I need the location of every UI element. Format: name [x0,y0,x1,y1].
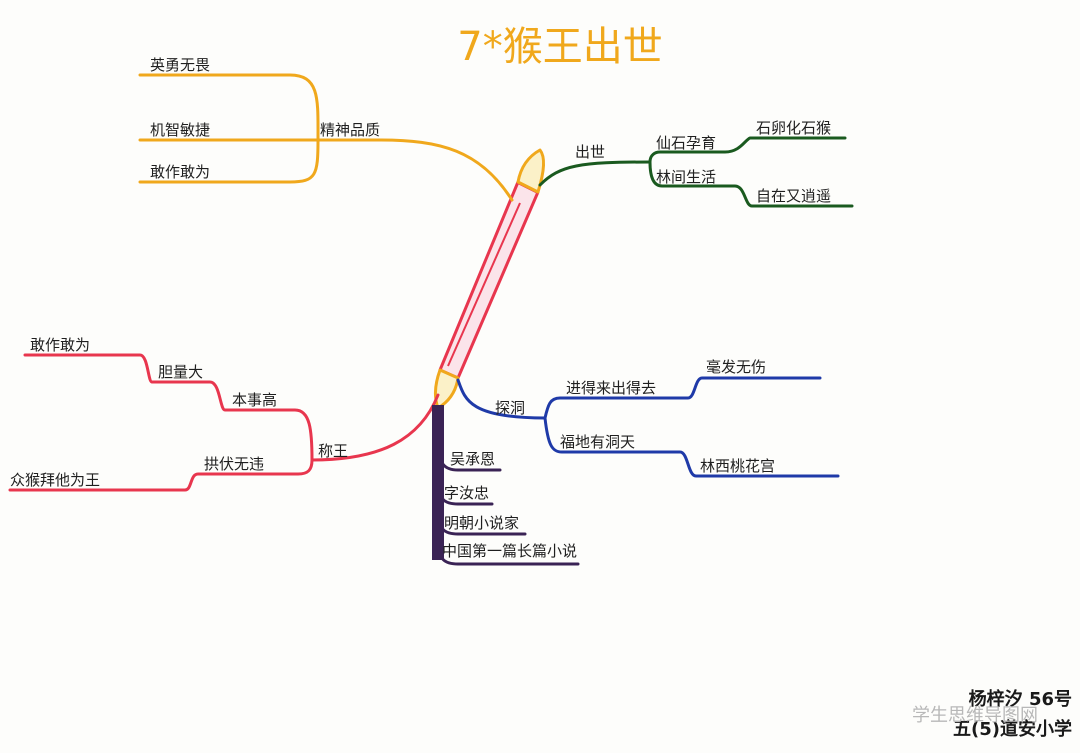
cave-sub2-leaf: 林西桃花宫 [700,457,775,475]
branch-birth-label: 出世 [575,143,605,161]
page-title: 7*猴王出世 [457,24,662,70]
branch-spirit [138,73,514,202]
branch-author [432,405,580,566]
spirit-item-2: 机智敏捷 [150,121,210,139]
signature-class: 五(5)道安小学 [953,718,1072,740]
cave-sub1-label: 进得来出得去 [566,379,656,397]
watermark: 学生思维导图网 [912,705,1038,726]
branch-cave-label: 探洞 [495,399,525,417]
king-sub2-leaf: 众猴拜他为王 [10,471,100,489]
birth-sub1-leaf: 石卵化石猴 [756,119,831,137]
cave-sub2-label: 福地有洞天 [560,433,635,451]
king-sub2-label: 拱伏无违 [204,455,264,473]
author-item-1: 吴承恩 [450,450,495,468]
branch-spirit-label: 精神品质 [320,121,380,139]
birth-sub2-label: 林间生活 [656,168,716,186]
spirit-item-1: 英勇无畏 [150,56,210,74]
king-sub1-label: 本事高 [232,391,277,409]
spirit-item-3: 敢作敢为 [150,163,210,181]
king-sub1-leaf: 敢作敢为 [30,336,90,354]
branch-king [8,353,440,492]
author-item-2: 字汝忠 [444,484,489,502]
author-item-3: 明朝小说家 [444,514,519,532]
branch-birth [538,136,854,208]
signature-name: 杨梓汐 56号 [969,688,1072,710]
birth-sub1-label: 仙石孕育 [656,134,716,152]
birth-sub2-leaf: 自在又逍遥 [756,187,831,205]
pen-icon [433,148,545,410]
author-item-4: 中国第一篇长篇小说 [442,542,577,560]
king-sub1-mid: 胆量大 [158,363,203,381]
branch-king-label: 称王 [318,442,348,460]
cave-sub1-leaf: 毫发无伤 [706,358,766,376]
branch-cave [456,376,840,478]
